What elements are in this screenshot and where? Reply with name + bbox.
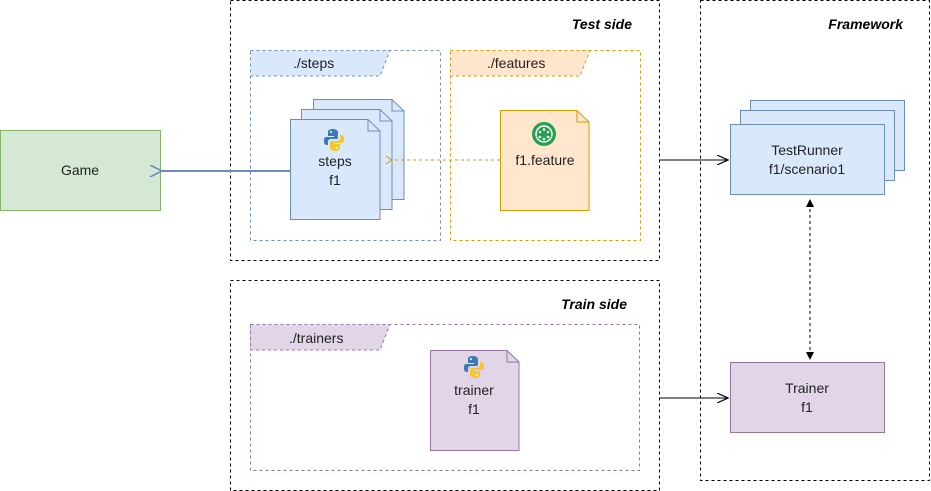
trainer-file [430,350,520,451]
steps-file-sublabel: f1 [329,172,341,188]
testrunner-sublabel: f1/scenario1 [769,161,845,177]
feature-file-label: f1.feature [515,152,574,168]
test-side-title: Test side [572,16,632,32]
features-folder-tab [450,50,591,77]
steps-folder-label: ./steps [293,55,334,71]
game-node: Game [0,130,161,211]
test-side-group: Test side [230,0,660,261]
game-label: Game [61,162,99,178]
trainer-sublabel: f1 [801,399,813,415]
trainers-folder-tab [250,324,391,351]
train-side-title: Train side [561,296,627,312]
steps-file-label: steps [318,153,351,169]
steps-folder-tab [250,50,391,77]
trainer-file-sublabel: f1 [468,401,480,417]
framework-group: Framework [700,0,930,481]
framework-title: Framework [828,16,904,32]
trainer-label: Trainer [785,380,829,396]
trainer-file-label: trainer [454,382,494,398]
features-folder-label: ./features [487,55,545,71]
python-icon [324,129,344,151]
testrunner-stack [730,100,905,195]
cucumber-icon [532,122,556,146]
features-folder: ./features [450,50,641,241]
trainers-folder-label: ./trainers [289,330,343,346]
feature-file [500,110,590,211]
trainers-folder: ./trainers [250,324,640,471]
testrunner-label: TestRunner [771,142,843,158]
trainer-python-icon [464,356,484,378]
steps-folder: ./steps [250,50,441,241]
steps-file-stack [290,99,405,220]
trainer-node: Trainer f1 [730,362,885,433]
